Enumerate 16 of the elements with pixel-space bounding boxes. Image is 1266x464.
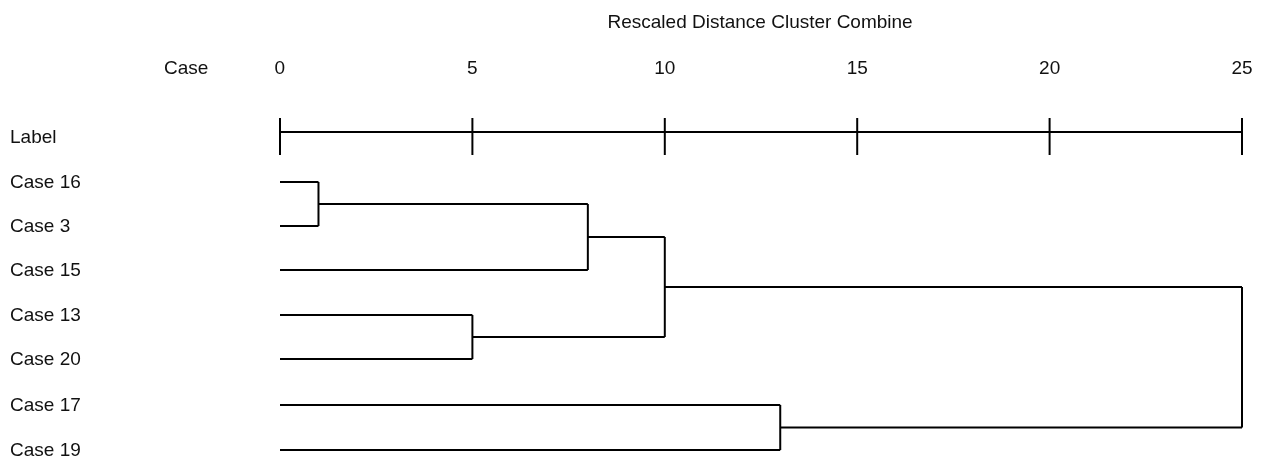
row-label: Case 19 [10, 439, 81, 461]
tick-label: 25 [1231, 57, 1253, 79]
row-label: Case 20 [10, 348, 81, 370]
row-label: Case 17 [10, 394, 81, 416]
tick-label: 5 [466, 57, 478, 79]
row-label: Case 15 [10, 259, 81, 281]
row-label: Case 16 [10, 171, 81, 193]
tick-label: 20 [1039, 57, 1061, 79]
column-header: Case [164, 57, 209, 79]
axis-title: Rescaled Distance Cluster Combine [607, 11, 913, 33]
row-label: Case 13 [10, 304, 81, 326]
tick-label: 0 [274, 57, 286, 79]
tick-label: 10 [654, 57, 676, 79]
column-header: Label [10, 126, 57, 148]
row-label: Case 3 [10, 215, 71, 237]
tick-label: 15 [846, 57, 868, 79]
